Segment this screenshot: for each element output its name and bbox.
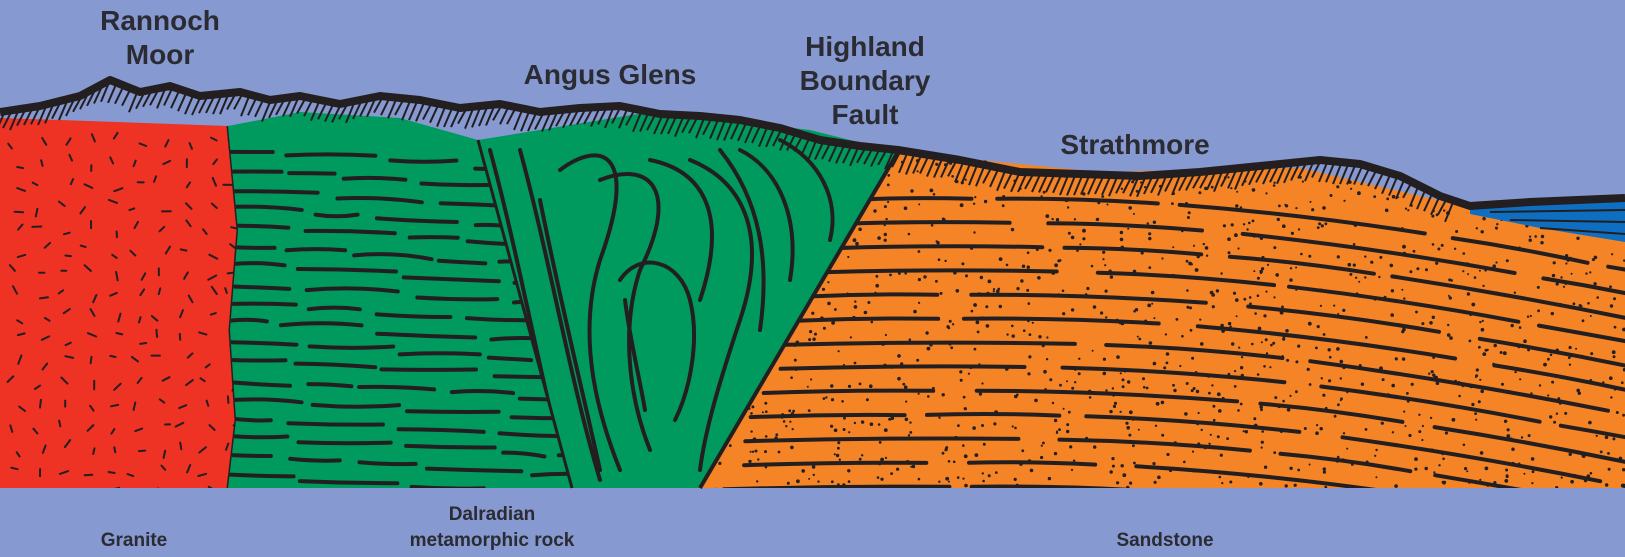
- angus-glens-label: Angus Glens: [505, 58, 715, 92]
- dalradian-label: Dalradian metamorphic rock: [372, 502, 612, 554]
- granite-label: Granite: [74, 528, 194, 554]
- rannoch-moor-label: Rannoch Moor: [80, 4, 240, 72]
- sandstone-label: Sandstone: [1090, 528, 1240, 554]
- highland-boundary-fault-label: Highland Boundary Fault: [780, 30, 950, 132]
- granite-block: [0, 118, 242, 502]
- strathmore-label: Strathmore: [1040, 128, 1230, 162]
